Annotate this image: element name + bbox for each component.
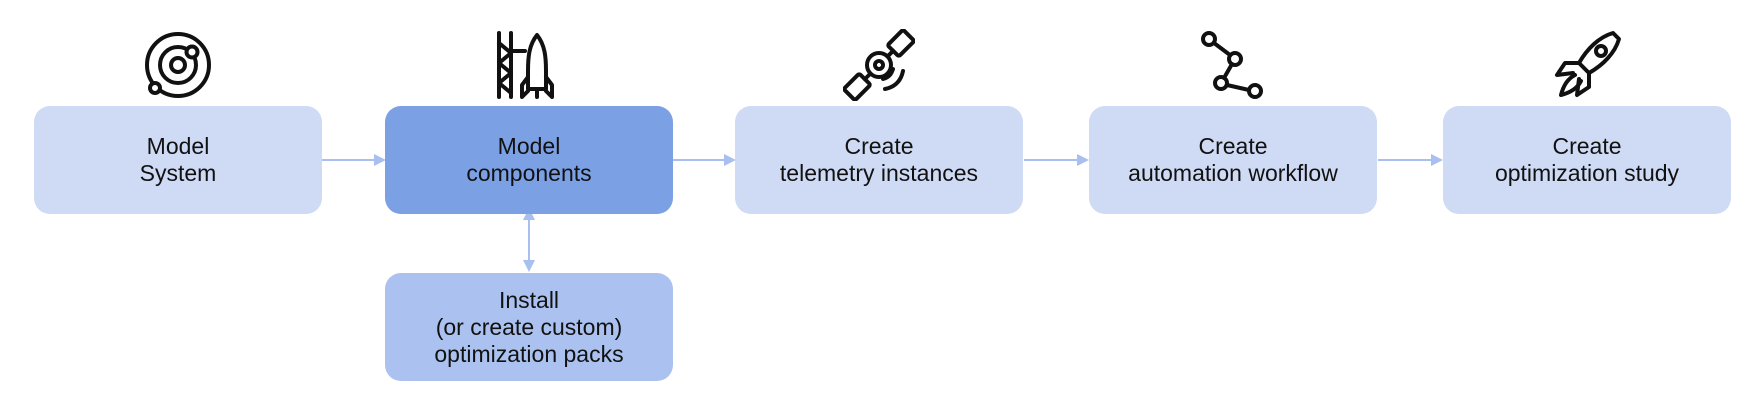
step-line: Create xyxy=(844,133,914,159)
satellite-icon xyxy=(843,29,915,101)
step-model-components[interactable]: Model components xyxy=(385,106,673,214)
step-create-telemetry-instances[interactable]: Create telemetry instances xyxy=(735,106,1023,214)
step-line: Model xyxy=(146,133,210,159)
step-line: (or create custom) xyxy=(435,313,623,340)
step-line: telemetry instances xyxy=(779,160,979,186)
step-line: automation workflow xyxy=(1128,160,1338,186)
rocket-icon xyxy=(1551,29,1623,101)
step-install-optimization-packs[interactable]: Install (or create custom) optimization … xyxy=(385,273,673,381)
workflow-nodes-icon xyxy=(1197,29,1269,101)
step-create-automation-workflow[interactable]: Create automation workflow xyxy=(1089,106,1377,214)
step-model-system[interactable]: Model System xyxy=(34,106,322,214)
step-line: optimization study xyxy=(1494,160,1680,186)
step-line: components xyxy=(466,160,592,186)
step-line: Create xyxy=(1552,133,1622,159)
step-line: Install xyxy=(498,286,560,313)
planet-orbit-icon xyxy=(142,29,214,101)
step-line: Model xyxy=(497,133,561,159)
step-line: optimization packs xyxy=(434,340,624,367)
step-line: Create xyxy=(1198,133,1268,159)
rocket-launchpad-icon xyxy=(493,29,565,101)
step-create-optimization-study[interactable]: Create optimization study xyxy=(1443,106,1731,214)
step-line: System xyxy=(139,160,217,186)
